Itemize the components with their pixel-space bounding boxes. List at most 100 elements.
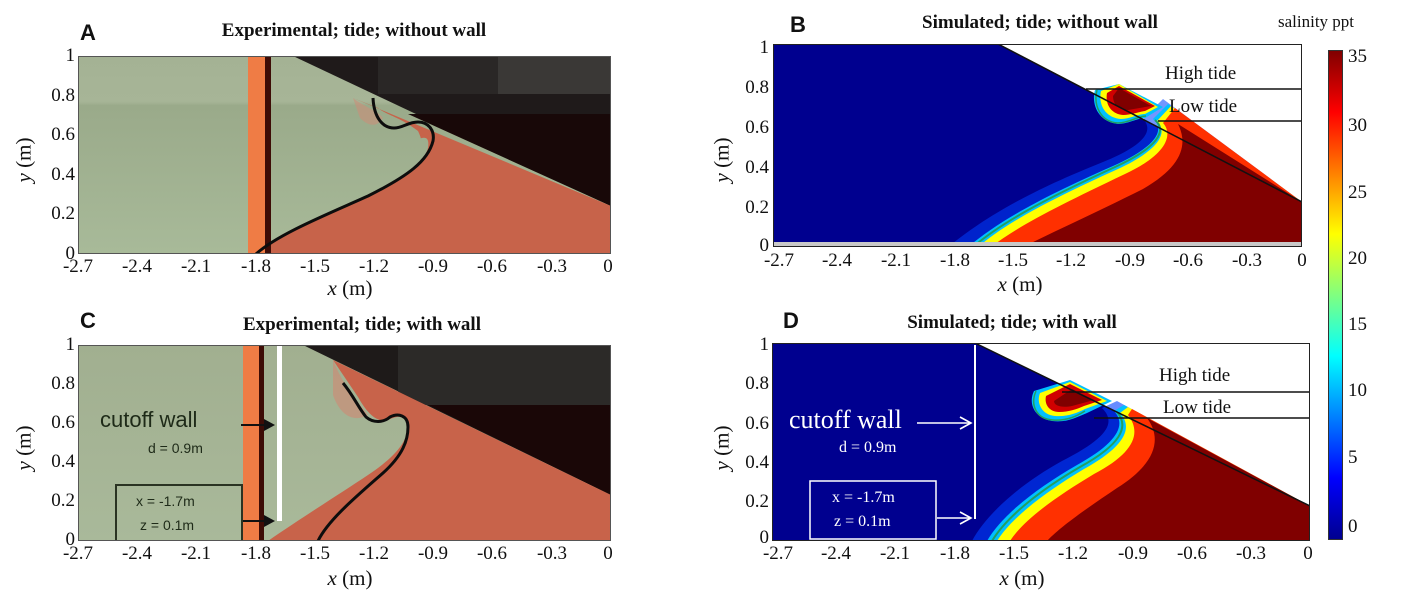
colorbar-tick: 20	[1348, 248, 1367, 269]
ytick: 0	[65, 243, 76, 264]
xtick: -2.1	[180, 543, 212, 564]
plot-area-c: cutoff wall d = 0.9m x = -1.7m z = 0.1m	[78, 345, 611, 541]
xtick: -2.1	[880, 250, 912, 271]
xtick: -1.5	[299, 256, 331, 277]
xtick: -1.8	[939, 250, 971, 271]
xtick: -2.7	[62, 543, 94, 564]
ytick: 1	[65, 45, 76, 66]
y-axis-label-d: y (m)	[710, 426, 735, 471]
xtick: -0.6	[476, 543, 508, 564]
panel-letter-c: C	[80, 308, 96, 333]
ytick: 0.6	[745, 117, 769, 138]
panel-letter-d: D	[783, 308, 799, 333]
x-unit: (m)	[1006, 272, 1043, 296]
colorbar-tick: 0	[1348, 516, 1358, 537]
panel-letter-b: B	[790, 12, 806, 37]
colorbar-gradient	[1328, 50, 1343, 540]
xtick: -2.7	[763, 250, 795, 271]
ytick: 0.2	[51, 203, 75, 224]
xtick: -1.5	[998, 543, 1030, 564]
xtick: -0.3	[536, 543, 568, 564]
colorbar-tick: 35	[1348, 46, 1367, 67]
pos-x-label-d: x = -1.7m	[832, 489, 895, 506]
high-tide-label-d: High tide	[1159, 365, 1231, 386]
xtick: -0.3	[536, 256, 568, 277]
xtick: -1.2	[358, 256, 390, 277]
ytick: 0	[759, 235, 770, 256]
panel-title-c: Experimental; tide; with wall	[242, 314, 482, 335]
x-var: x	[327, 276, 337, 300]
ytick: 0.4	[51, 451, 75, 472]
depth-label-c: d = 0.9m	[148, 440, 203, 456]
pos-z-label-c: z = 0.1m	[140, 517, 195, 533]
ytick: 0.4	[745, 157, 769, 178]
panel-title-b: Simulated; tide; without wall	[922, 12, 1158, 33]
xtick: -2.4	[121, 256, 153, 277]
x-axis-label-c: x (m)	[328, 566, 373, 591]
pos-z-label-d: z = 0.1m	[834, 513, 891, 530]
xtick: -0.9	[1117, 543, 1149, 564]
pos-x-label-c: x = -1.7m	[136, 493, 195, 509]
y-var: y	[709, 173, 734, 183]
low-tide-label-b: Low tide	[1169, 96, 1238, 117]
ytick: 0.8	[745, 373, 769, 394]
xtick: -2.7	[62, 256, 94, 277]
xtick: -0.6	[1172, 250, 1204, 271]
xtick: 0	[603, 256, 613, 277]
colorbar-tick: 30	[1348, 115, 1367, 136]
xtick: -2.4	[821, 250, 853, 271]
y-axis-label-b: y (m)	[710, 138, 735, 183]
ytick: 0	[65, 529, 76, 550]
xtick: -0.3	[1231, 250, 1263, 271]
ytick: 0.2	[745, 491, 769, 512]
y-axis-label-c: y (m)	[12, 426, 37, 471]
x-var: x	[999, 566, 1009, 590]
xtick: 0	[603, 543, 613, 564]
ytick: 1	[759, 334, 770, 355]
ytick: 0.6	[51, 412, 75, 433]
x-axis-label-b: x (m)	[998, 272, 1043, 297]
xtick: -1.8	[240, 543, 272, 564]
xtick: -2.4	[121, 543, 153, 564]
colorbar-tick: 10	[1348, 380, 1367, 401]
experimental-photo-c	[78, 345, 611, 541]
xtick: -2.7	[762, 543, 794, 564]
xtick: -0.9	[417, 256, 449, 277]
xtick: 0	[1303, 543, 1313, 564]
y-unit: (m)	[709, 425, 734, 462]
high-tide-label-b: High tide	[1165, 63, 1237, 84]
x-var: x	[997, 272, 1007, 296]
simulation-heatmap-b	[773, 44, 1302, 247]
xtick: -1.5	[299, 543, 331, 564]
panel-letter-a: A	[80, 20, 96, 45]
low-tide-label-d: Low tide	[1163, 397, 1232, 418]
panel-title-a: Experimental; tide; without wall	[221, 20, 487, 41]
depth-label-d: d = 0.9m	[839, 439, 897, 456]
plot-area-b: High tide Low tide	[773, 44, 1302, 247]
y-axis-label-a: y (m)	[12, 138, 37, 183]
experimental-photo-a	[78, 56, 611, 254]
xtick: -1.8	[939, 543, 971, 564]
xtick: -1.8	[240, 256, 272, 277]
x-unit: (m)	[1008, 566, 1045, 590]
y-unit: (m)	[709, 137, 734, 174]
ytick: 1	[65, 334, 76, 355]
cutoff-wall-label-c: cutoff wall	[100, 407, 198, 432]
plot-area-a	[78, 56, 611, 254]
simulation-heatmap-d	[772, 343, 1310, 541]
xtick: -2.1	[879, 543, 911, 564]
y-var: y	[11, 461, 36, 471]
xtick: -2.1	[180, 256, 212, 277]
y-var: y	[11, 173, 36, 183]
ytick: 0.6	[745, 413, 769, 434]
ytick: 0.2	[51, 490, 75, 511]
xtick: -1.2	[358, 543, 390, 564]
ytick: 0.6	[51, 124, 75, 145]
y-unit: (m)	[11, 425, 36, 462]
y-unit: (m)	[11, 137, 36, 174]
ytick: 0.4	[745, 452, 769, 473]
colorbar-tick: 5	[1348, 447, 1358, 468]
xtick: -0.3	[1235, 543, 1267, 564]
xtick: -1.5	[997, 250, 1029, 271]
ytick: 0.8	[51, 373, 75, 394]
